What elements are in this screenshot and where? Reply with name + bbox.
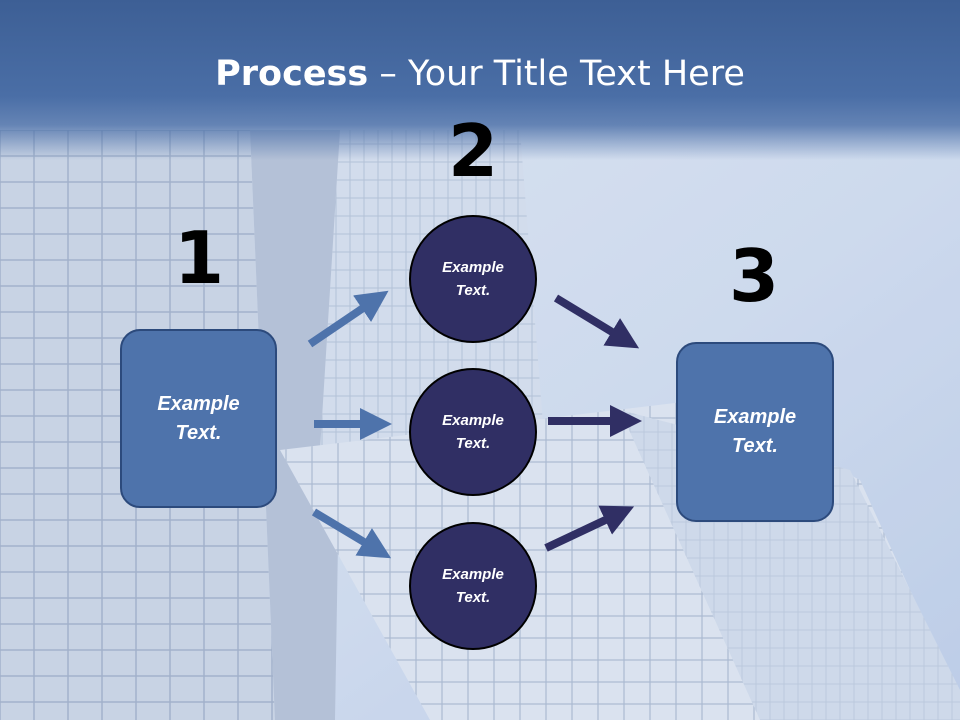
step-number-2: 2 [447,109,499,193]
arrow-left-to-bottom [311,508,392,559]
process-box-right: Example Text. [676,342,834,522]
step-number-3: 3 [728,234,780,318]
arrow-top-to-right [553,294,640,349]
process-circle-bottom-label: Example Text. [442,566,504,606]
title-bold: Process [215,54,369,94]
process-circle-middle-label: Example Text. [442,412,504,452]
process-circle-top-label: Example Text. [442,259,504,299]
process-box-left: Example Text. [120,329,277,508]
process-circle-middle: Example Text. [409,368,537,496]
arrow-left-to-top [307,290,389,348]
process-circle-top: Example Text. [409,215,537,343]
process-box-right-label: Example Text. [713,406,797,457]
title-rest: – Your Title Text Here [368,54,745,94]
process-box-left-label: Example Text. [157,392,240,444]
step-number-1: 1 [173,216,225,300]
process-circle-bottom: Example Text. [409,522,537,650]
slide-title: Process – Your Title Text Here [0,52,960,96]
title-band [0,0,960,160]
arrow-bottom-to-right [544,505,635,552]
